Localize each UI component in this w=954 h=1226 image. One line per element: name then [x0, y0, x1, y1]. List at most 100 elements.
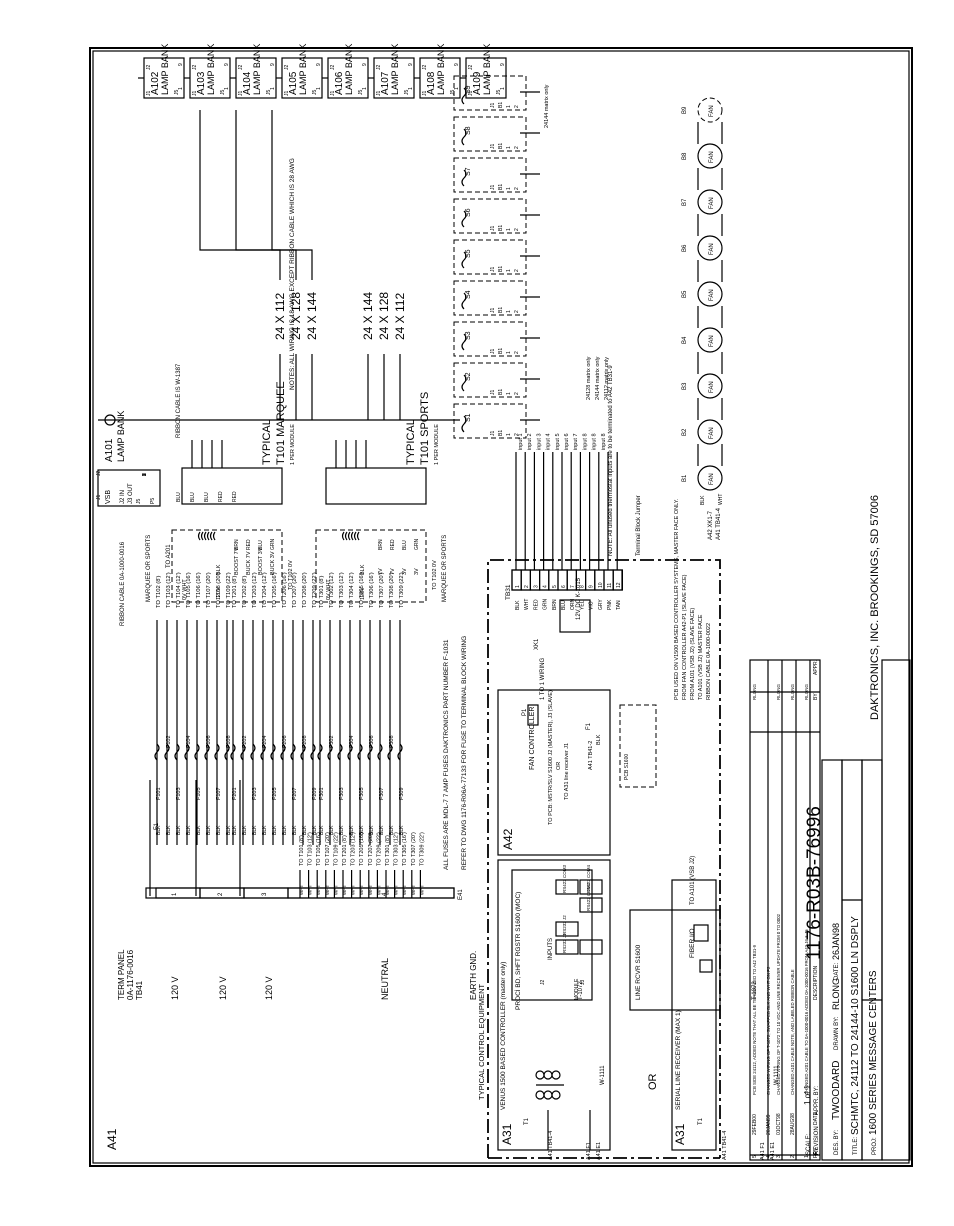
thermostat-pin: 1 — [506, 392, 512, 395]
fuse-label: F208 — [302, 735, 308, 748]
fuse-label: F309 — [399, 787, 405, 800]
tb-num-4: 4 — [382, 892, 388, 896]
term-panel-tb: TB41 — [135, 980, 144, 1000]
drawing-date: 26JAN98 — [831, 923, 841, 960]
thermostat-pin: J1 — [490, 431, 496, 437]
thermostat-matrix-note: 24112 matrix only — [604, 357, 610, 400]
revision-description: CHANGED A201 CABLE TO 0A-1000-0016 ADDED… — [804, 929, 809, 1095]
a31-t1: T1 — [524, 1117, 530, 1125]
thermostat-pin: B1 — [498, 143, 504, 149]
tb31-rows: 1BLK2WHT3RED4GRN5BRN6BLU7ORN8YEL9VIO10GR… — [511, 452, 624, 610]
thermostat-pin: J1 — [490, 390, 496, 396]
fuse-symbol — [317, 743, 323, 761]
revision-label: REVISION — [814, 1126, 820, 1155]
neutral-output: TO T109 (22') — [333, 832, 339, 866]
fuse-output: TO T201 (8') — [232, 575, 238, 608]
line-120v-1: 120 V — [170, 976, 180, 1000]
fan-circle — [697, 465, 723, 491]
fuse-symbol — [204, 743, 210, 761]
a42-notes: PCB USED ON V1500 BASED CONTROLLER SYSTE… — [674, 498, 712, 700]
fuse-label: F307 — [379, 787, 385, 800]
lamp-bank-pin1: 1 — [500, 87, 506, 90]
revision-date: 28AUG98 — [790, 1113, 796, 1135]
drawing-title: SCHMTC, 24112 TO 24144-10 S1600 LN DSPLY — [850, 916, 861, 1135]
lamp-bank-pin1: 1 — [270, 87, 276, 90]
thermostat-pin: 2 — [514, 146, 520, 149]
fuse-notes: ALL FUSES ARE MDL-7 7 AMP FUSES DAKTRONI… — [146, 535, 468, 870]
tb31-number: 10 — [598, 582, 604, 588]
fuse-symbol — [387, 743, 393, 761]
tb-num-2: 2 — [218, 892, 224, 896]
drawn-name: RLONG — [831, 978, 841, 1010]
wire-blk-label: BLK — [166, 825, 172, 835]
neutral-output: TO T207 (20') — [368, 832, 374, 866]
lamp-bank-ref: A105 — [288, 71, 299, 95]
fuse-label: F202 — [242, 735, 248, 748]
fuse-label: F203 — [252, 787, 258, 800]
thermostat-frame — [453, 116, 527, 152]
lamp-bank-ref: A104 — [242, 71, 253, 95]
wire-blk-label: BLK — [359, 825, 365, 835]
appr-label: APPR. BY: — [814, 1086, 820, 1115]
rev-header-rev: REV. — [813, 1147, 819, 1158]
thermostat-pin: J1 — [490, 267, 496, 273]
fuse-symbol — [300, 743, 306, 761]
neutral-output: TO T107 (20') — [325, 832, 331, 866]
a31-top-board: PROCİ BD, SHFT RGSTR S1600 (MOC) — [513, 892, 522, 1010]
lamp-bank-label: LAMP BANK — [298, 44, 308, 95]
tb31-label: TB31 — [505, 584, 512, 600]
or-label: OR — [647, 1073, 659, 1090]
transformer-sec-wire: RED — [390, 539, 396, 550]
a31-j2-label: J2 — [540, 980, 546, 986]
fuse-output: TO T103 (12') — [166, 572, 172, 608]
a42-relay-part: 12V DC K-1015 — [576, 577, 582, 620]
a31-bot-t1: T1 — [698, 1117, 704, 1125]
transformer-sub: T101 MARQUEE — [275, 381, 287, 465]
thermostat-pin: 2 — [514, 187, 520, 190]
thermostat-input: input 3 — [536, 433, 542, 450]
lamp-bank-pin9: 9 — [454, 63, 460, 66]
term-panel: A41 TERM PANEL 0A-1176-0016 TB41 1 2 3 4… — [105, 780, 478, 1150]
thermostat-pin: 1 — [506, 228, 512, 231]
s9-note: 24144 matrix only — [544, 84, 550, 128]
thermostat-frame — [453, 157, 527, 193]
fuse-label: F107 — [216, 787, 222, 800]
thermostat-frame — [453, 280, 527, 316]
wire-blk-label: BLK — [272, 825, 278, 835]
fuse-label: F301 — [319, 787, 325, 800]
fan-ref: B6 — [682, 244, 688, 252]
lamp-bank-ref: A109 — [472, 71, 483, 95]
lamp-bank-pin9: 9 — [270, 63, 276, 66]
tb31-color: WHT — [524, 599, 530, 610]
fuse-label: F201 — [232, 787, 238, 800]
tb31-number: 8 — [579, 585, 585, 588]
wire-blk-label: BLK — [349, 825, 355, 835]
fan-label: FAN — [709, 105, 715, 117]
outer-border — [89, 47, 913, 1167]
transformer-buck: 7V — [390, 568, 396, 575]
fuse-label: F304 — [349, 735, 355, 748]
fan-circle — [697, 419, 723, 445]
fuse-symbol — [224, 743, 230, 761]
transformer-boost3: 3V — [402, 568, 408, 575]
lamp-bank-pin1: 1 — [454, 87, 460, 90]
thermostat-pin: 2 — [514, 105, 520, 108]
designer-label: DES. BY: — [834, 1130, 840, 1155]
lamp-bank-j2: J2 — [238, 65, 244, 71]
transformer-0v: 0V WHT — [182, 579, 188, 600]
wire-wht-label: WHT — [376, 885, 381, 895]
tb31-color: TAN — [616, 600, 622, 610]
transformer-sec-wire: BRN — [378, 539, 384, 550]
lamp-bank-pin1: 1 — [224, 87, 230, 90]
tb31-number: 6 — [561, 585, 567, 588]
thermostat-pin: 1 — [506, 310, 512, 313]
lamp-bank-j2: J2 — [284, 65, 290, 71]
line-120v-3: 120 V — [264, 976, 274, 1000]
fan-circle — [697, 143, 723, 169]
fuse-symbol — [250, 743, 256, 761]
lamp-bank-j1: J1 — [376, 91, 382, 97]
thermostat-frame — [453, 362, 527, 398]
fan-ref: B8 — [682, 152, 688, 160]
